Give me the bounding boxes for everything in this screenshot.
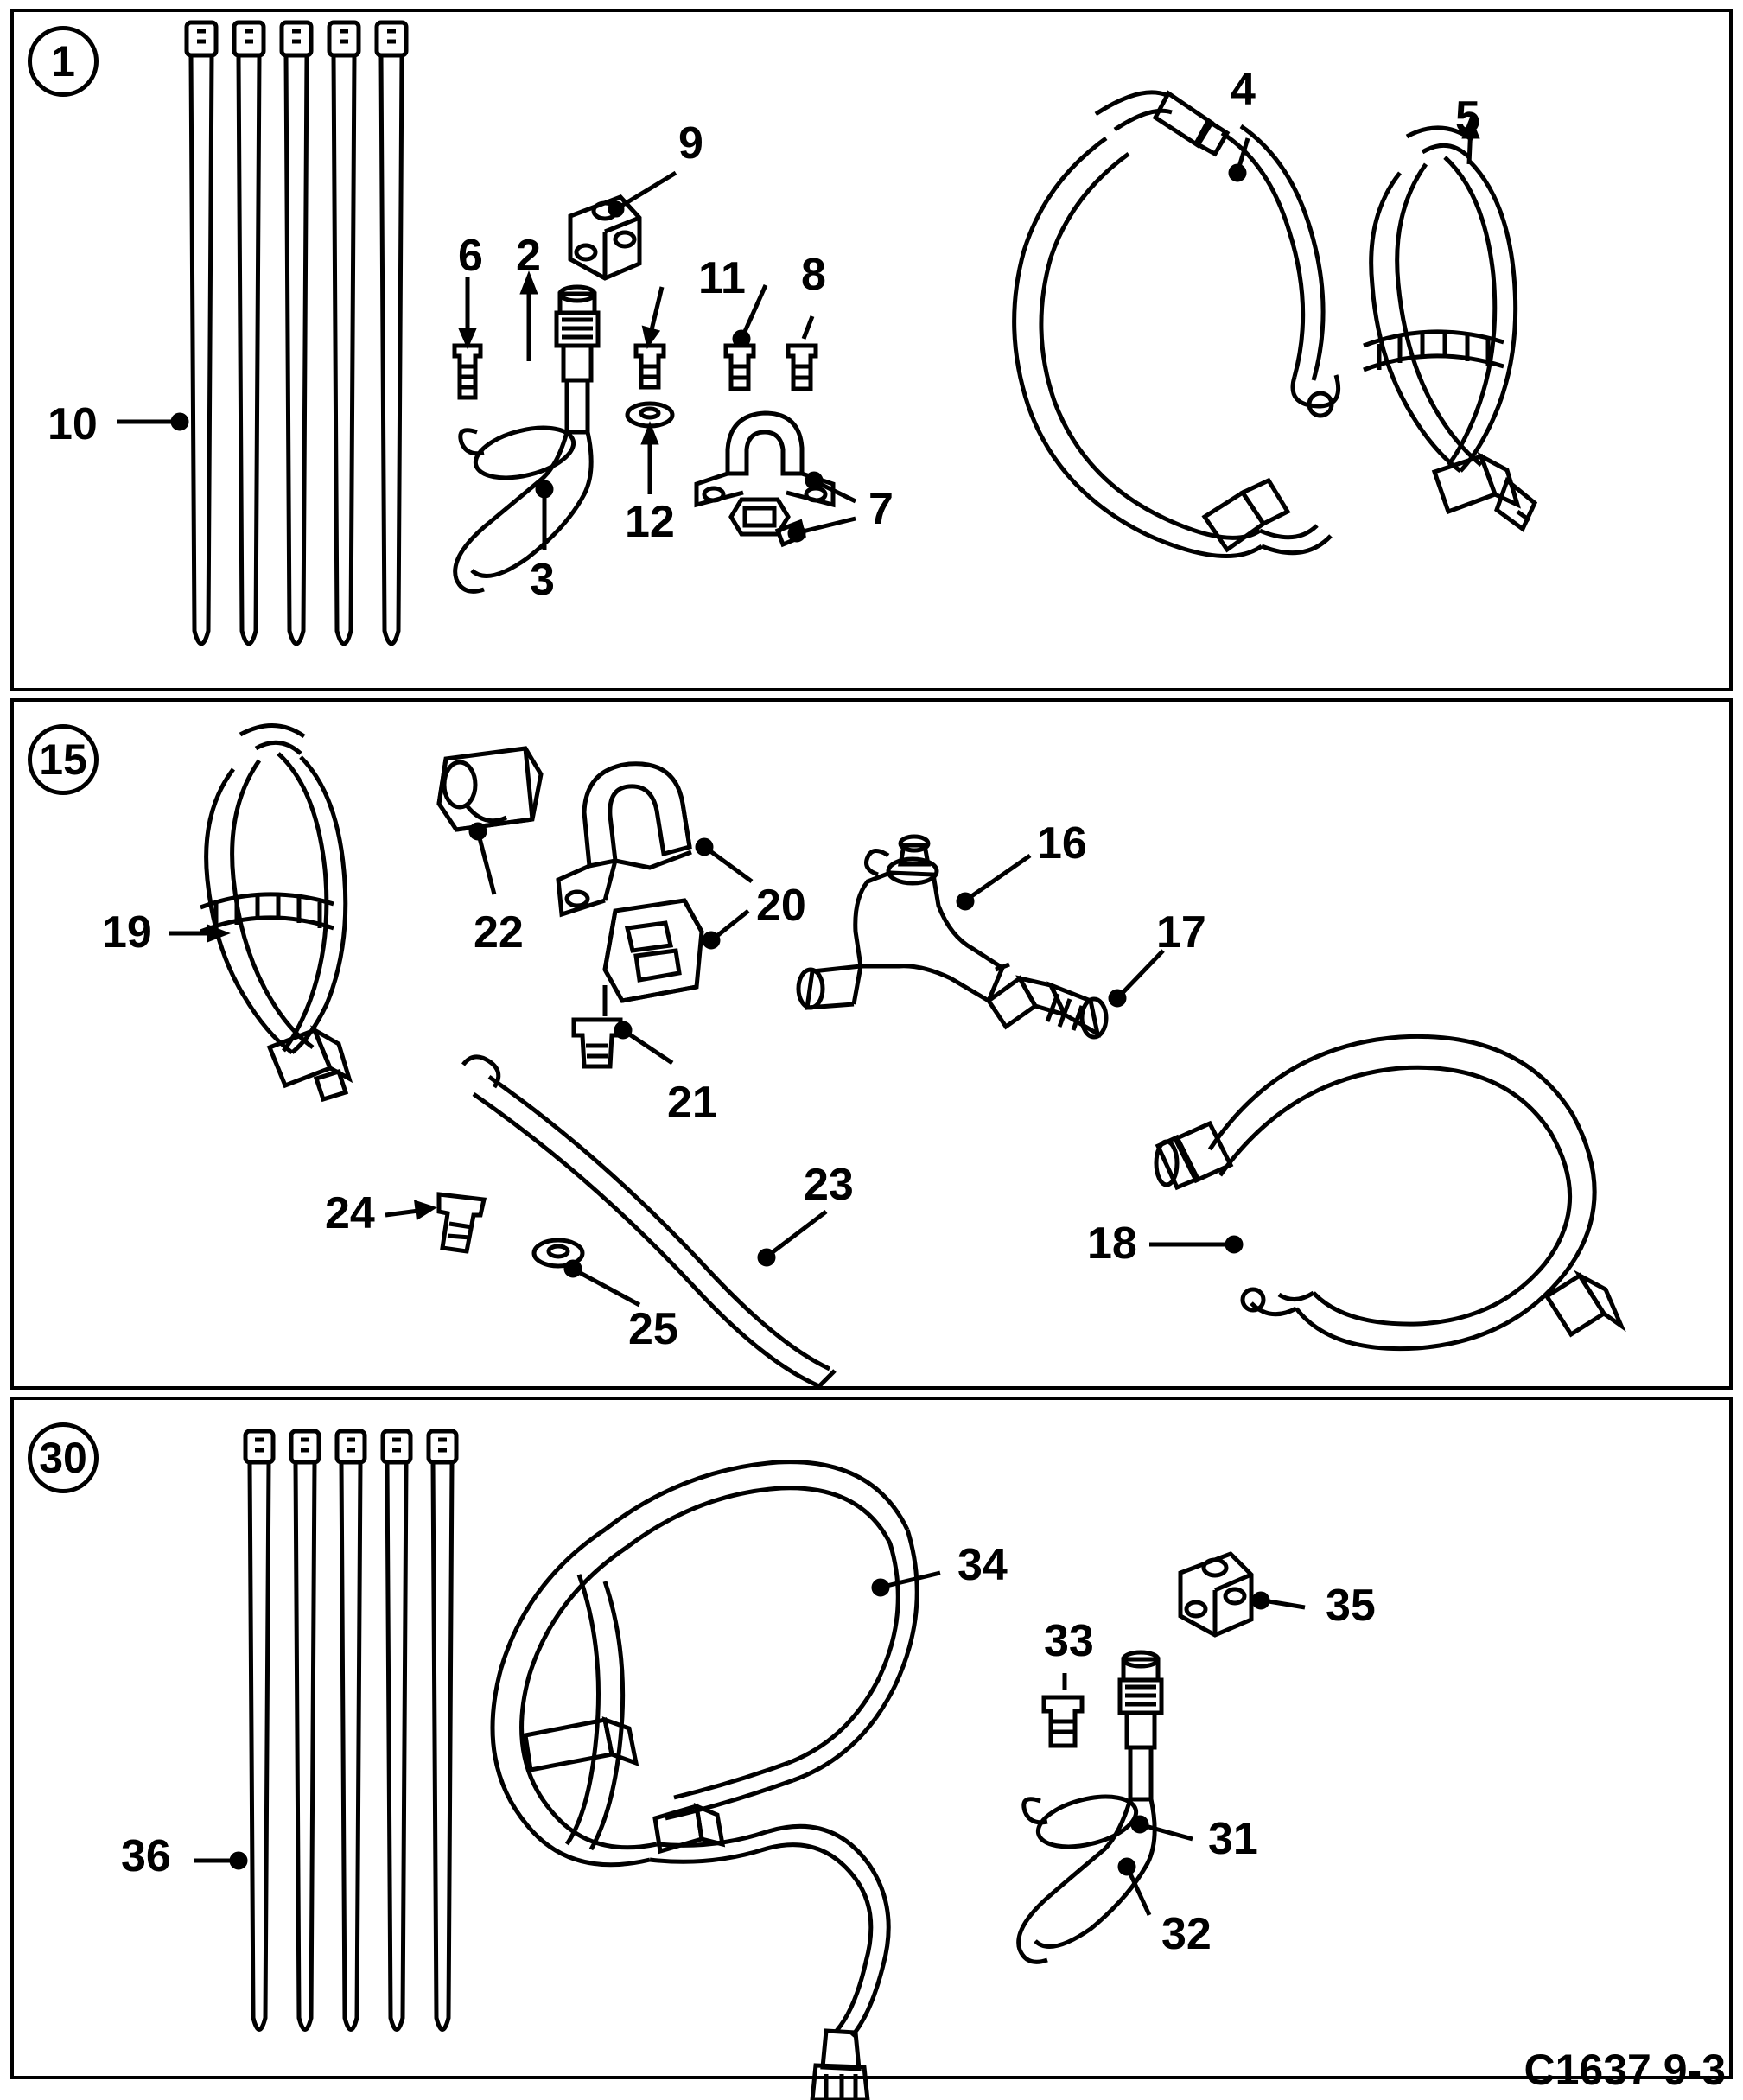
callout-31: 31: [1208, 1817, 1258, 1861]
group-badge-label: 1: [51, 37, 75, 86]
callout-10: 10: [48, 402, 98, 447]
callout-number: 23: [804, 1160, 854, 1210]
callout-3: 3: [530, 557, 555, 602]
callout-number: 7: [868, 484, 894, 534]
group-badge-15: 15: [28, 724, 99, 795]
panel-group-30: [10, 1397, 1733, 2079]
callout-number: 33: [1044, 1616, 1094, 1666]
callout-number: 17: [1156, 907, 1206, 958]
callout-34: 34: [957, 1543, 1008, 1588]
callout-11: 11: [698, 256, 746, 301]
panel-group-15: [10, 698, 1733, 1390]
callout-7: 7: [868, 487, 894, 531]
callout-number: 19: [102, 907, 152, 958]
callout-number: 24: [325, 1188, 375, 1238]
group-badge-30: 30: [28, 1422, 99, 1493]
callout-20: 20: [756, 883, 806, 928]
callout-number: 35: [1326, 1581, 1376, 1631]
group-badge-1: 1: [28, 26, 99, 97]
drawing-code: C1637 9-3: [1524, 2046, 1727, 2094]
callout-25: 25: [628, 1307, 678, 1352]
callout-19: 19: [102, 910, 152, 955]
callout-number: 12: [625, 497, 675, 547]
callout-21: 21: [667, 1080, 717, 1125]
callout-23: 23: [804, 1162, 854, 1207]
group-badge-label: 30: [39, 1434, 87, 1482]
callout-17: 17: [1156, 910, 1206, 955]
callout-22: 22: [474, 910, 524, 955]
callout-18: 18: [1087, 1221, 1137, 1266]
callout-2: 2: [516, 233, 541, 278]
callout-number: 25: [628, 1304, 678, 1354]
callout-number: 8: [801, 250, 826, 300]
callout-36: 36: [121, 1834, 171, 1879]
callout-number: 5: [1455, 92, 1480, 143]
callout-5: 5: [1455, 95, 1480, 140]
callout-number: 31: [1208, 1814, 1258, 1864]
callout-number: 32: [1161, 1909, 1212, 1959]
callout-number: 21: [667, 1078, 717, 1128]
callout-number: 4: [1231, 65, 1256, 115]
callout-number: 18: [1087, 1219, 1137, 1269]
callout-number: 3: [530, 555, 555, 605]
callout-4: 4: [1231, 67, 1256, 112]
callout-16: 16: [1037, 821, 1087, 866]
callout-number: 2: [516, 231, 541, 281]
callout-12: 12: [625, 500, 675, 544]
callout-33: 33: [1044, 1619, 1094, 1664]
callout-number: 10: [48, 399, 98, 449]
callout-6: 6: [458, 233, 483, 278]
callout-number: 9: [678, 118, 703, 169]
callout-number: 20: [756, 881, 806, 931]
callout-32: 32: [1161, 1912, 1212, 1957]
callout-35: 35: [1326, 1583, 1376, 1628]
callout-number: 22: [474, 907, 524, 958]
callout-number: 6: [458, 231, 483, 281]
group-badge-label: 15: [39, 735, 87, 784]
callout-24: 24: [325, 1191, 375, 1236]
callout-number: 11: [698, 253, 746, 303]
callout-number: 16: [1037, 818, 1087, 869]
callout-number: 36: [121, 1831, 171, 1881]
callout-9: 9: [678, 121, 703, 166]
callout-number: 34: [957, 1540, 1008, 1590]
callout-8: 8: [801, 252, 826, 297]
